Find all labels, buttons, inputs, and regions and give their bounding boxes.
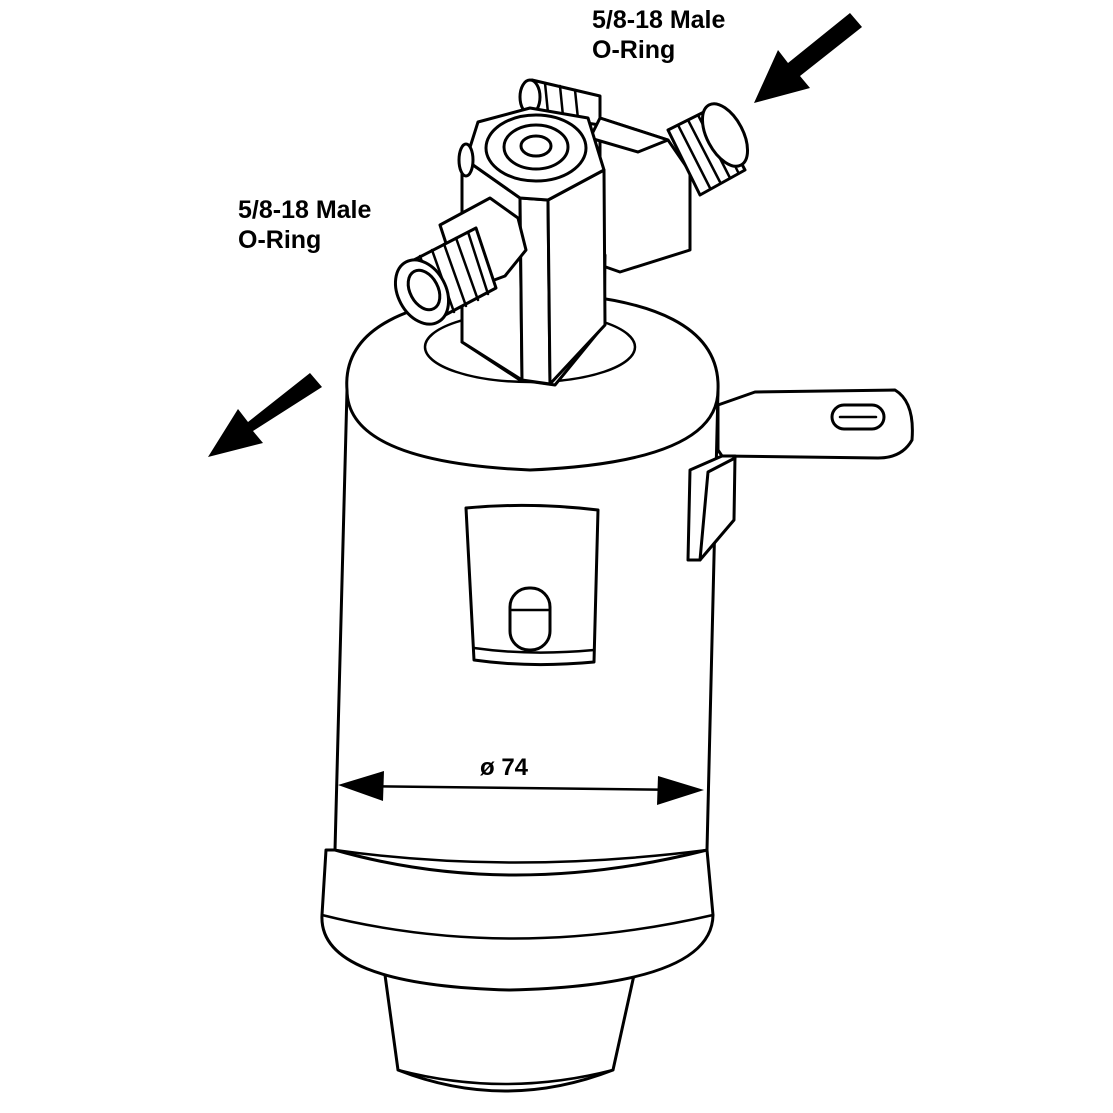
inlet-fitting [666,102,750,197]
outlet-arrow-icon [208,373,322,457]
outlet-fitting [393,196,528,326]
inlet-label: 5/8-18 Male O-Ring [592,5,725,65]
sight-glass [464,503,600,667]
dimension-arrow-left-icon [338,771,384,801]
inlet-label-line2: O-Ring [592,36,676,64]
diameter-label: ø 74 [480,754,529,781]
drier-base-ring [320,848,715,992]
inlet-arrow-icon [754,13,862,103]
drier-foot [383,973,636,1093]
dimension-arrow-right-icon [657,776,704,805]
outlet-label-line2: O-Ring [238,226,322,254]
outlet-label-line1: 5/8-18 Male [238,196,372,224]
diameter-dimension [338,771,704,805]
mounting-bracket [686,388,914,562]
outlet-label: 5/8-18 Male O-Ring [238,195,371,255]
inlet-label-line1: 5/8-18 Male [592,6,726,34]
